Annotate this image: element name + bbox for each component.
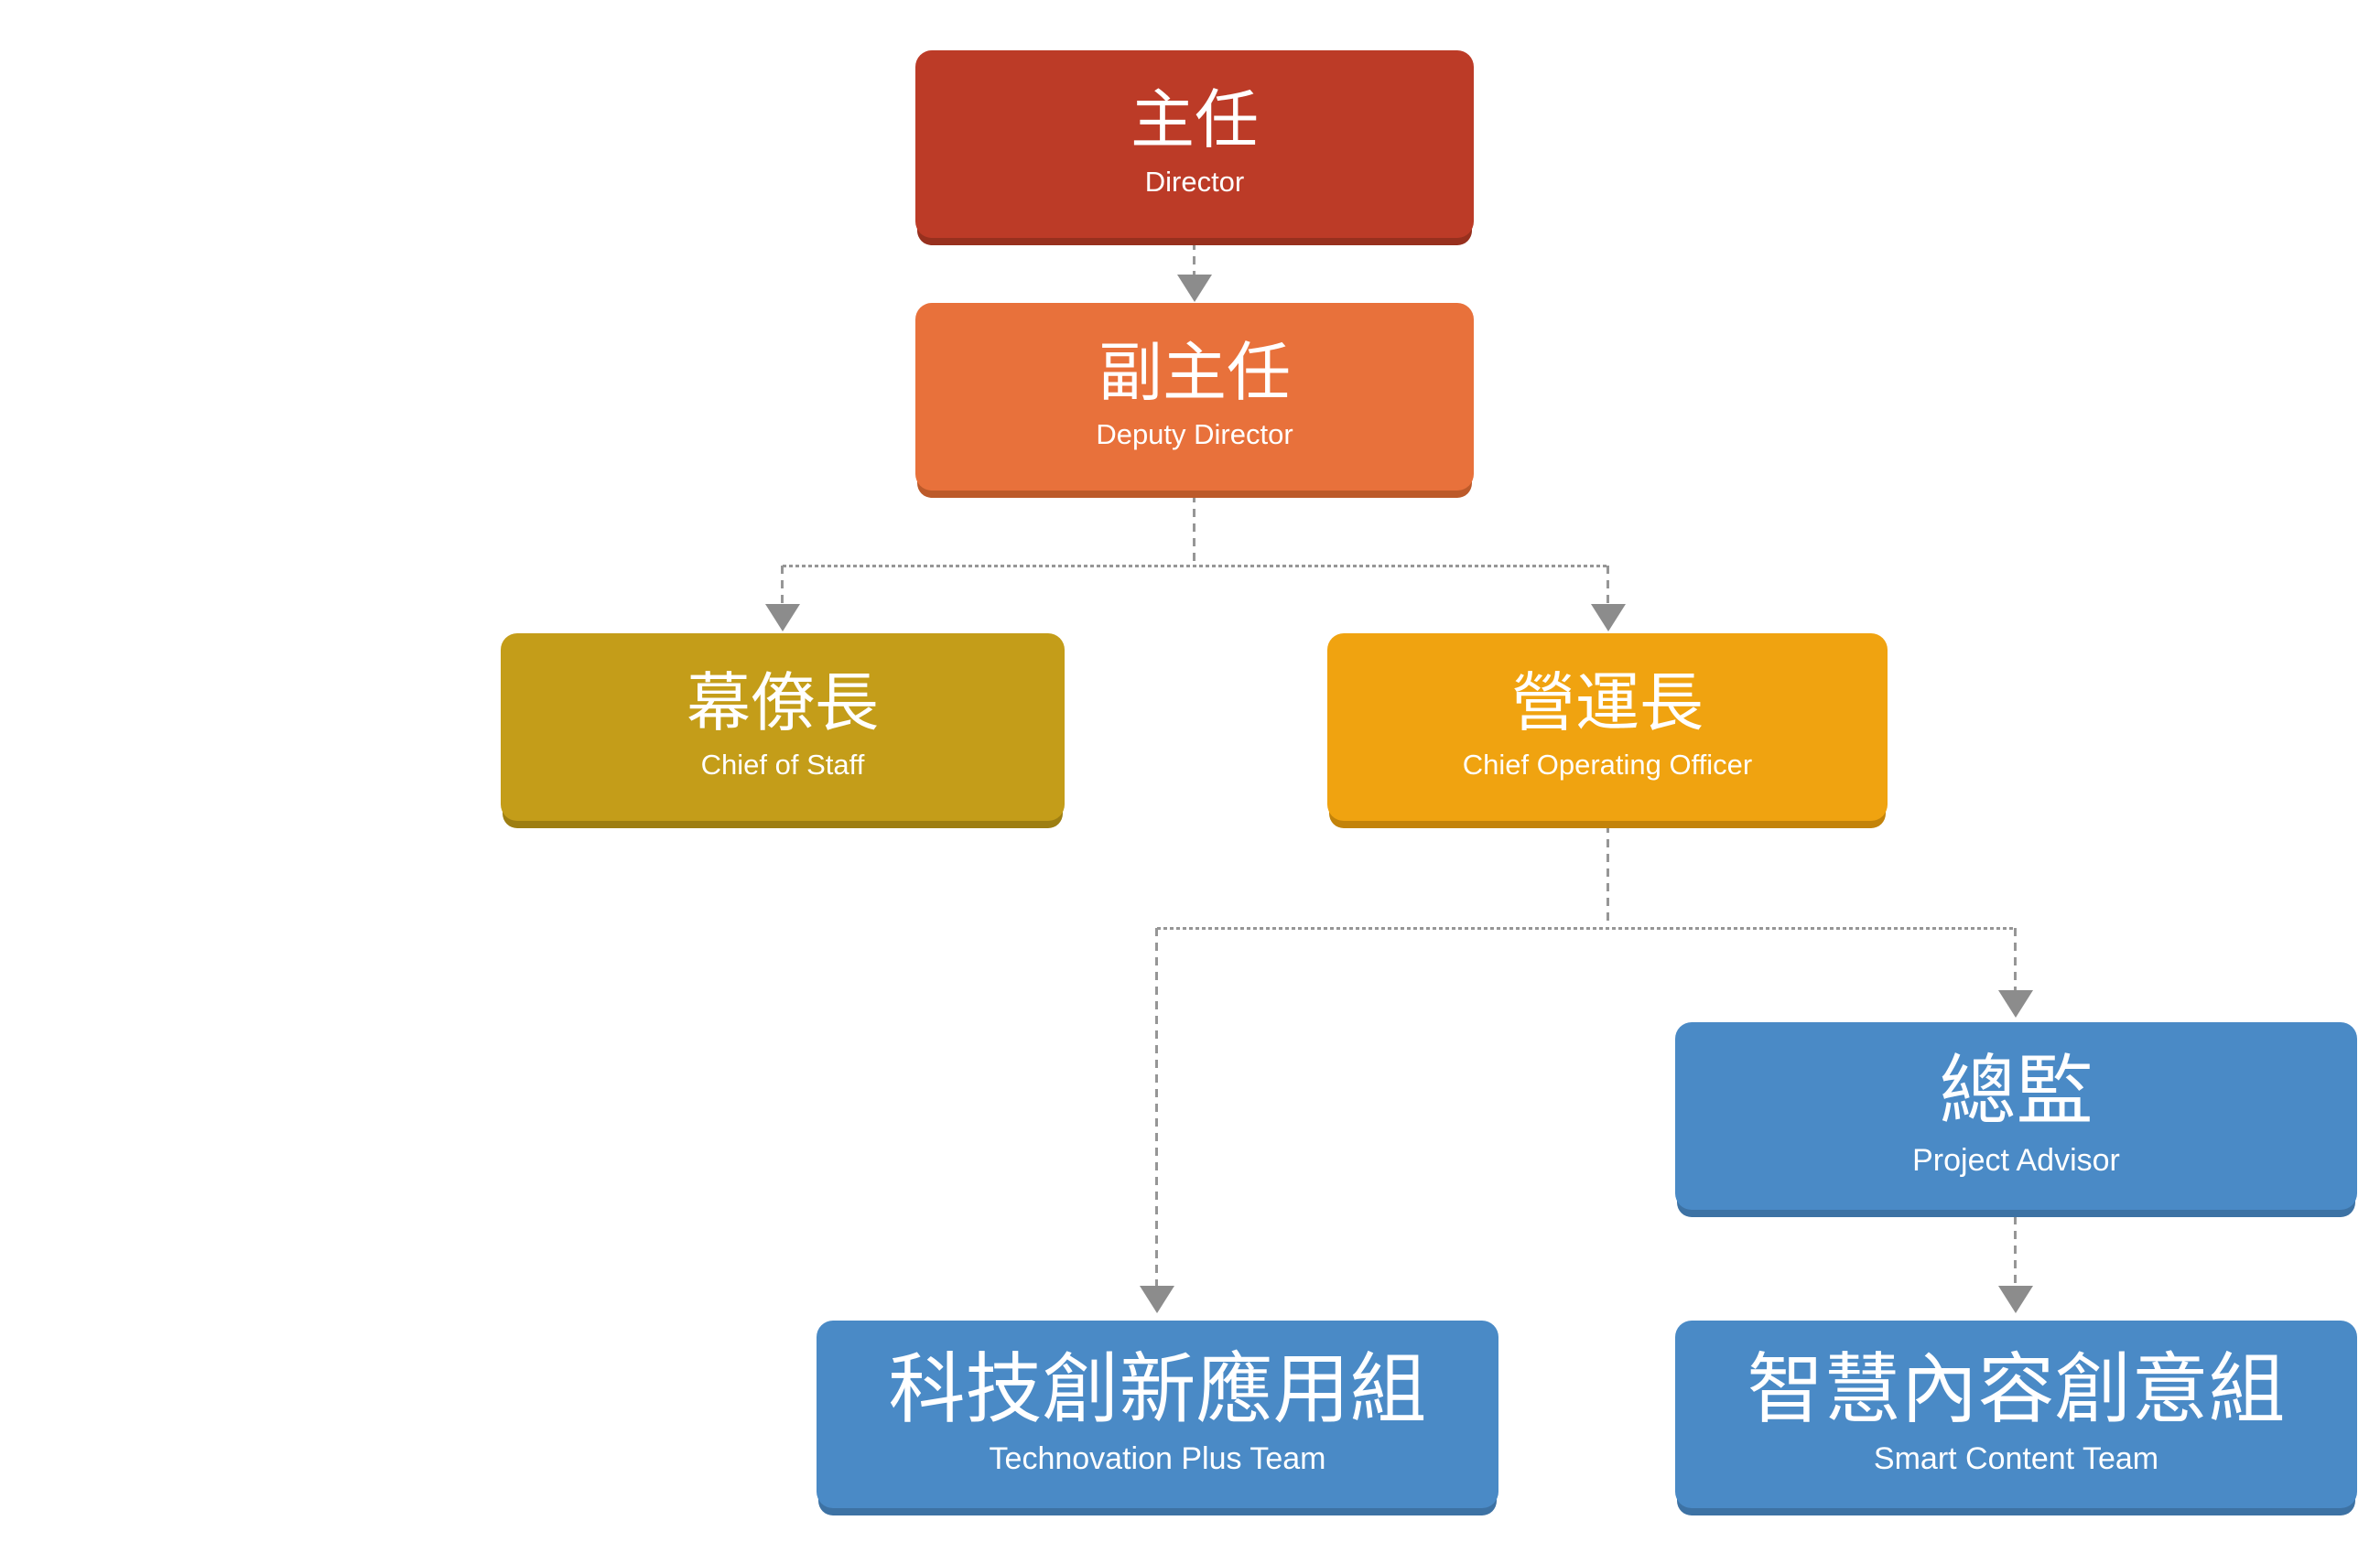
node-chief-operating-officer: 營運長 Chief Operating Officer [1327,633,1888,821]
connector-line-to-coo [1606,566,1609,604]
node-project-advisor-title: 總監 [1939,1048,2093,1135]
arrowhead-icon [1177,275,1212,302]
node-smart-content-team-title: 智慧內容創意組 [1747,1346,2286,1433]
node-deputy-director: 副主任 Deputy Director [915,303,1474,491]
connector-line-to-project-advisor [2014,928,2017,990]
node-chief-of-staff-subtitle: Chief of Staff [700,748,865,781]
node-chief-of-staff-title: 幕僚長 [687,667,879,739]
arrowhead-icon [1140,1286,1174,1313]
node-technovation-team-subtitle: Technovation Plus Team [989,1440,1326,1476]
node-coo-subtitle: Chief Operating Officer [1462,748,1753,781]
node-project-advisor-subtitle: Project Advisor [1912,1142,2120,1178]
connector-line-to-chief-of-staff [781,566,784,604]
node-deputy-director-title: 副主任 [1098,337,1291,409]
node-deputy-director-subtitle: Deputy Director [1096,417,1293,450]
connector-rail-deputy-children [783,565,1608,567]
arrowhead-icon [1591,604,1626,631]
connector-line-to-technovation-team [1155,928,1158,1286]
node-chief-of-staff: 幕僚長 Chief of Staff [501,633,1065,821]
connector-line-advisor-smart-content [2014,1216,2017,1286]
node-project-advisor: 總監 Project Advisor [1675,1022,2357,1210]
node-technovation-team-title: 科技創新應用組 [888,1346,1427,1433]
connector-line-director-deputy [1193,242,1195,276]
node-director-title: 主任 [1130,84,1259,156]
node-technovation-plus-team: 科技創新應用組 Technovation Plus Team [817,1321,1498,1508]
arrowhead-icon [1998,990,2033,1018]
node-coo-title: 營運長 [1511,667,1704,739]
connector-line-coo-stem [1606,825,1609,928]
node-director: 主任 Director [915,50,1474,238]
arrowhead-icon [1998,1286,2033,1313]
node-director-subtitle: Director [1144,165,1245,198]
arrowhead-icon [765,604,800,631]
connector-rail-coo-children [1157,927,2016,930]
node-smart-content-team: 智慧內容創意組 Smart Content Team [1675,1321,2357,1508]
connector-line-deputy-stem [1193,494,1195,566]
node-smart-content-team-subtitle: Smart Content Team [1873,1440,2159,1476]
